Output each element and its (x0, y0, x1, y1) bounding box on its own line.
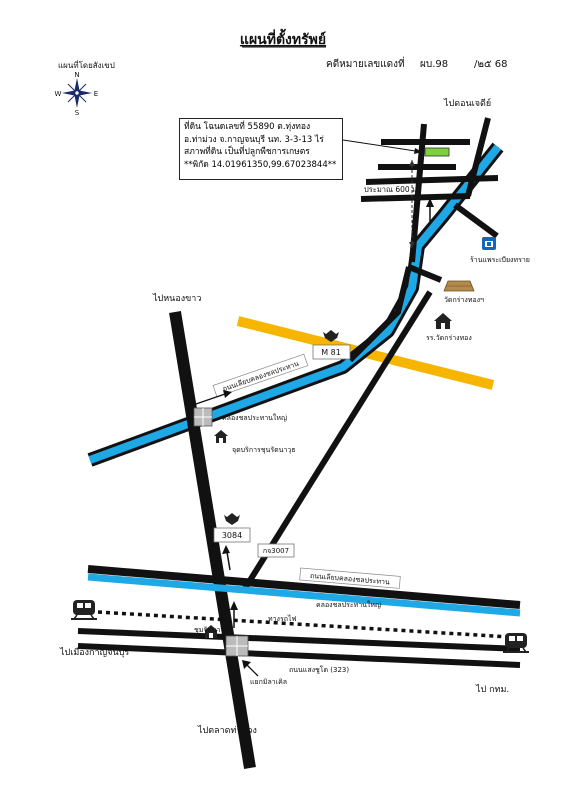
case-suffix: /๒๕ 68 (474, 59, 507, 70)
info-line-deed: ที่ดิน โฉนดเลขที่ 55890 ต.ทุ่งทอง (184, 122, 311, 132)
roads-north (241, 117, 499, 592)
m81-box (312, 344, 351, 360)
legend-label: แผนที่โดยสังเขป (58, 59, 115, 70)
canal-road-lower-tag: ถนนเลียบคลองชลประทาน (299, 567, 401, 589)
compass-e: E (94, 90, 98, 98)
station-icon (204, 625, 218, 638)
compass-rose-icon (62, 78, 92, 108)
label-temple: วัดกร่างทองฯ (444, 296, 484, 304)
train-icon-left (71, 600, 97, 620)
north-direction-arrow (426, 198, 434, 222)
info-line-coordinates: **พิกัด 14.01961350,99.67023844** (184, 159, 337, 170)
compass-n: N (74, 71, 79, 79)
label-station: ชุมรัตนาวุธ (194, 626, 229, 634)
route-emblem-icon (224, 513, 240, 525)
label-junction: แยกมิลาเคิล (250, 678, 287, 686)
highway-emblem-icon (323, 330, 339, 342)
compass-w: W (55, 90, 62, 98)
map-title: แผนที่ตั้งทรัพย์ (240, 28, 326, 48)
route-3084-box (213, 527, 251, 543)
label-service-center: จุดบริการชุนรัตนาวุธ (232, 446, 296, 454)
label-to-thamuang: ไปตลาดท่าม่วง (197, 725, 257, 736)
temple-icon (443, 280, 475, 292)
label-to-donchedi: ไปดอนเจดีย์ (443, 97, 491, 109)
arrow-lower-junction (230, 601, 238, 628)
label-canal-upper: คลองชลประทานใหญ่ (222, 413, 287, 422)
label-canal-lower: คลองชลประทานใหญ่ (316, 600, 381, 609)
route-kj3007-label: กจ3007 (263, 547, 289, 555)
land-plot (424, 147, 450, 157)
canal-lower (87, 573, 521, 617)
label-distance: ประมาณ 600 ม. (364, 185, 419, 194)
info-line-condition: สภาพที่ดิน เป็นที่ปลูกพืชการเกษตร (184, 147, 310, 157)
canal-road-lower (87, 565, 521, 609)
label-road-323: ถนนแสงชูโต (323) (289, 665, 349, 674)
m81-label: M 81 (321, 348, 341, 357)
label-to-nongkhao: ไปหนองขาว (152, 293, 201, 304)
road-323-north (77, 628, 521, 652)
canal-upper (88, 144, 502, 464)
arrow-upper-junction (195, 390, 232, 405)
label-to-bangkok: ไป กทม. (475, 684, 509, 695)
label-railway: ทางรถไฟ (268, 614, 296, 623)
case-prefix: ผบ.98 (420, 59, 448, 70)
service-center-icon (214, 430, 228, 443)
road-to-nongkhao (169, 311, 256, 769)
label-to-kanchanaburi: ไปเมืองกาญจนบุรี (59, 647, 129, 658)
school-icon (434, 313, 452, 329)
info-line-location: อ.ท่าม่วง จ.กาญจนบุรี นท. 3-3-13 ไร่ (184, 134, 324, 145)
market-icon (482, 237, 496, 250)
label-school: รร.วัดกร่างทอง (426, 334, 472, 342)
route-kj3007-box (257, 543, 295, 558)
label-market: ร้านแพระเบียงทราย (470, 256, 530, 264)
arrow-route-3084 (222, 545, 231, 571)
route-3084-label: 3084 (222, 531, 242, 540)
compass-s: S (75, 109, 80, 117)
info-leader-line (342, 139, 423, 153)
road-323-south (77, 643, 521, 668)
train-icon-right (503, 633, 529, 653)
arrow-junction-label (242, 660, 259, 677)
property-info-box: ที่ดิน โฉนดเลขที่ 55890 ต.ทุ่งทอง อ.ท่าม… (179, 118, 343, 180)
case-label: คดีหมายเลขแดงที่ (326, 56, 405, 70)
